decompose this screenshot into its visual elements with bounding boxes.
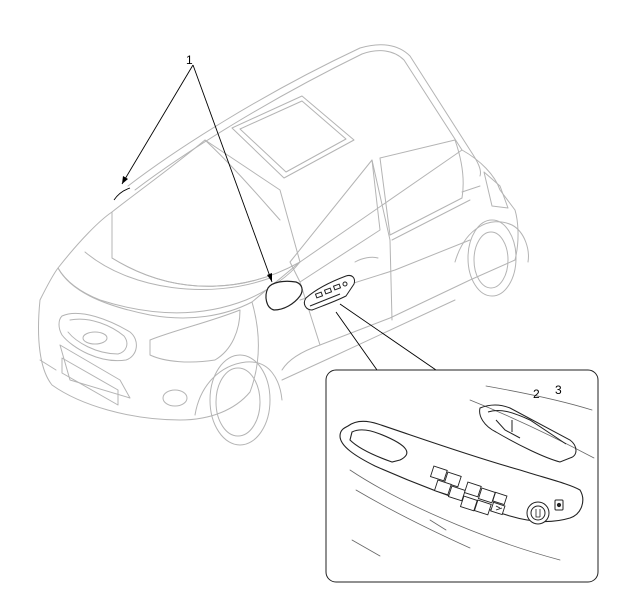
mirror-fold-switch-icon (554, 499, 564, 511)
zoom-line-2 (335, 311, 378, 371)
armrest-switch-panel (339, 420, 584, 523)
outside-mirror-icon (265, 280, 303, 311)
window-switch-icon (429, 465, 508, 516)
inner-door-handle (479, 404, 577, 463)
mirror-adjust-switch-icon (526, 501, 550, 525)
rear-wheel-arch (454, 221, 529, 263)
car-illustration (38, 44, 529, 446)
callout-3: 3 (555, 383, 562, 397)
windshield (111, 139, 301, 287)
leader-1-left (121, 64, 194, 185)
license-plate (61, 357, 119, 406)
rear-wheel (467, 219, 517, 297)
body-side (251, 149, 519, 371)
detail-box (325, 369, 599, 583)
front-wheel-arch (194, 361, 283, 416)
front-bumper (38, 267, 259, 421)
front-side-window (289, 159, 381, 283)
zoom-line-1 (339, 303, 437, 371)
callout-2: 2 (533, 387, 540, 401)
grille (58, 312, 137, 362)
callout-1: 1 (186, 53, 193, 67)
rear-side-window (379, 139, 464, 236)
mirror-arc-left (113, 187, 131, 201)
sunroof (231, 95, 355, 179)
hood (57, 211, 301, 314)
car-roof-outline (127, 44, 481, 187)
door-switch-panel-small (303, 275, 355, 311)
front-wheel (209, 354, 271, 446)
leader-1-right (192, 64, 273, 283)
callout-labels: 1 2 3 (186, 53, 562, 401)
headlight (149, 309, 241, 363)
